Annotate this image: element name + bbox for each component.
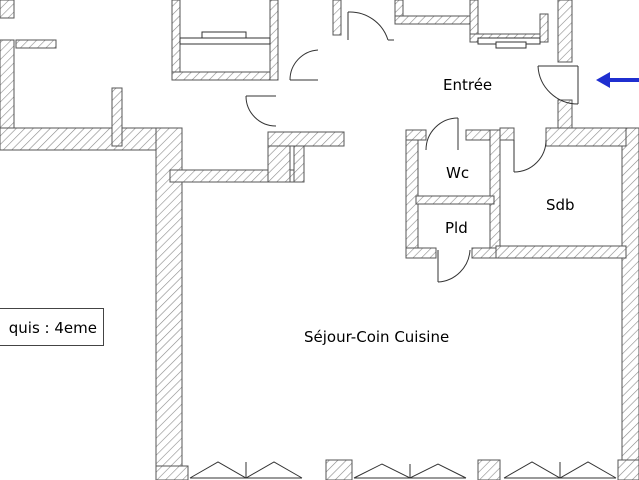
wall-wc-pld-divider [415, 195, 495, 205]
door-left-passage-lower [245, 95, 277, 127]
door-sdb [513, 139, 547, 173]
wall-center-top [111, 87, 123, 147]
fixtures [179, 31, 541, 49]
door-wc [425, 117, 459, 151]
room-label-wc: Wc [446, 164, 469, 182]
floor-label: quis : 4eme [8, 319, 97, 337]
arrow-left-icon [596, 72, 639, 88]
window-bottom-mid [353, 463, 467, 479]
wall-pld-bottom-a [405, 247, 437, 259]
room-label-sdb: Sdb [546, 196, 575, 214]
wall-upper-room-left [171, 0, 181, 81]
wall-upper-right-b [539, 13, 549, 43]
wall-upper-right-c [557, 0, 573, 63]
wall-upper-mid-a [332, 0, 342, 36]
window-bottom-left [189, 461, 303, 479]
wall-wc-top-a [405, 129, 427, 141]
wall-upper-room-bottom [171, 71, 278, 81]
window-upper-left [179, 37, 271, 45]
wall-bottom-b [325, 459, 353, 480]
doors [245, 11, 579, 283]
radiator-upper-right [495, 41, 527, 49]
floor-label-box: quis : 4eme [0, 308, 104, 346]
wall-step-c [293, 145, 305, 183]
wall-wc-right [489, 129, 501, 255]
door-entry [537, 65, 579, 105]
wall-left-room-bottom [0, 127, 183, 151]
radiator-upper-left [201, 31, 247, 39]
wall-sdb-top-b [545, 127, 627, 147]
wall-wc-left [405, 129, 419, 259]
wall-left-top [0, 0, 15, 19]
door-upper [347, 11, 394, 41]
wall-upper-left-small [15, 39, 57, 49]
wall-sdb-top-a [499, 127, 515, 141]
wall-right-side [621, 127, 639, 480]
wall-upper-room-right [269, 0, 279, 81]
wall-bottom-d [617, 459, 639, 480]
door-left-passage-upper [289, 49, 319, 81]
bottom-windows [189, 461, 617, 479]
wall-bottom-c [477, 459, 501, 480]
room-label-entree: Entrée [443, 76, 492, 94]
window-bottom-right [503, 461, 617, 479]
wall-step-b [267, 131, 345, 147]
wall-upper-mid-c [394, 15, 478, 25]
wall-bottom-a [155, 465, 189, 480]
door-pld [437, 249, 471, 283]
room-label-sejour: Séjour-Coin Cuisine [304, 328, 449, 346]
wall-sdb-bottom [495, 245, 627, 259]
room-label-pld: Pld [445, 219, 468, 237]
wall-sejour-left [155, 127, 183, 480]
